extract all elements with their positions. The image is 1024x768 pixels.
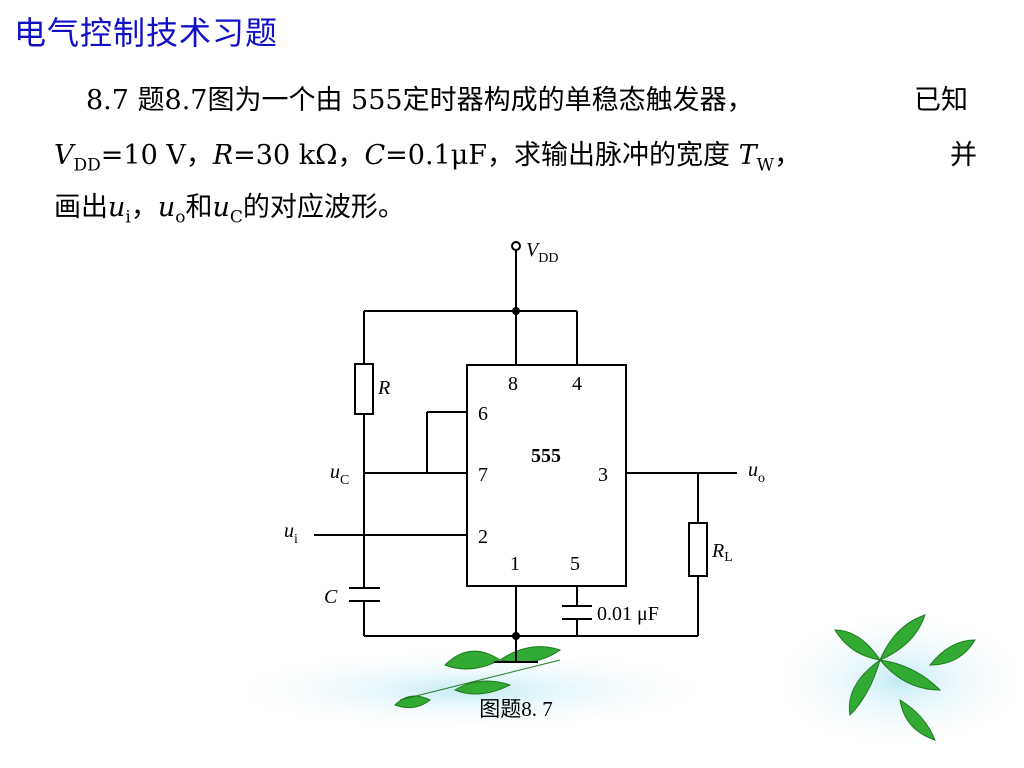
r-value: =30 kΩ，: [233, 140, 365, 171]
tw-subscript: W: [756, 155, 775, 176]
uo-label-subscript: o: [758, 471, 765, 486]
problem-text-2-end: 并: [950, 140, 977, 171]
resistor-r: [354, 363, 374, 415]
vdd-symbol: V: [54, 140, 74, 171]
pin-1-label: 1: [510, 553, 520, 575]
vdd-value: =10 V，: [100, 140, 213, 171]
rl-symbol: R: [711, 540, 724, 562]
uc-label-symbol: u: [330, 461, 340, 483]
ui-subscript: i: [125, 207, 131, 228]
pin-5-label: 5: [570, 553, 580, 575]
pin-4-label: 4: [572, 373, 582, 395]
end-text: 的对应波形。: [242, 192, 405, 223]
figure-caption: 图题8. 7: [479, 697, 553, 721]
uo-label-symbol: u: [748, 459, 758, 481]
uc-subscript: C: [229, 207, 243, 228]
tw-comma: ，: [774, 140, 802, 171]
r-symbol: R: [212, 140, 234, 171]
problem-line-2-end: 并: [950, 133, 977, 172]
timer-555-chip: [466, 364, 627, 587]
ui-label: ui: [284, 520, 298, 547]
capacitor-0-01uf: [562, 605, 592, 620]
problem-text-1-end: 已知: [914, 85, 968, 116]
c-value: =0.1μF，求输出脉冲的宽度: [385, 140, 730, 171]
uo-subscript: o: [175, 207, 186, 228]
resistor-rl-label: RL: [711, 540, 733, 565]
junction-dot-top: [512, 307, 520, 315]
uc-label-subscript: C: [340, 473, 349, 488]
resistor-r-label: R: [377, 377, 390, 399]
uo-label: uo: [748, 459, 765, 486]
problem-line-1: 8.7 题8.7图为一个由 555定时器构成的单稳态触发器，: [86, 78, 754, 117]
pin-6-label: 6: [478, 403, 488, 425]
resistor-rl: [688, 522, 708, 577]
pin-7-label: 7: [478, 464, 488, 486]
circuit-wires: [314, 250, 737, 663]
problem-text-1: 8.7 题8.7图为一个由 555定时器构成的单稳态触发器，: [86, 85, 754, 116]
leaf-decoration-right: [834, 614, 976, 741]
capacitor-0-01uf-label: 0.01 μF: [597, 603, 659, 625]
glow-decoration-right: [770, 610, 1024, 750]
chip-label: 555: [531, 445, 561, 467]
tw-symbol: T: [738, 140, 757, 171]
pin-8-label: 8: [508, 373, 518, 395]
draw-text: 画出: [54, 192, 108, 223]
pin-3-label: 3: [598, 464, 608, 486]
problem-line-2: VDD=10 V，R=30 kΩ，C=0.1μF，求输出脉冲的宽度 TW，: [54, 133, 801, 175]
vdd-terminal: [511, 241, 521, 251]
slide-title: 电气控制技术习题: [14, 14, 279, 52]
comma: ，: [130, 192, 158, 223]
c-symbol: C: [364, 140, 386, 171]
ui-label-subscript: i: [294, 532, 298, 547]
and-text: 和: [185, 192, 213, 223]
ui-symbol: u: [108, 192, 126, 223]
problem-line-3: 画出ui，uo和uC的对应波形。: [54, 185, 405, 227]
capacitor-c: [349, 587, 380, 602]
vdd-label-symbol: V: [526, 239, 541, 261]
junction-dot-bottom: [512, 632, 520, 640]
capacitor-c-label: C: [324, 586, 338, 608]
uc-label: uC: [330, 461, 349, 488]
vdd-label: VDD: [526, 239, 558, 266]
problem-line-1-end: 已知: [914, 78, 968, 117]
rl-subscript: L: [724, 550, 733, 565]
uc-symbol: u: [212, 192, 230, 223]
uo-symbol: u: [157, 192, 176, 223]
pin-2-label: 2: [478, 526, 488, 548]
vdd-subscript: DD: [73, 155, 101, 176]
vdd-label-subscript: DD: [538, 251, 558, 266]
ui-label-symbol: u: [284, 520, 294, 542]
